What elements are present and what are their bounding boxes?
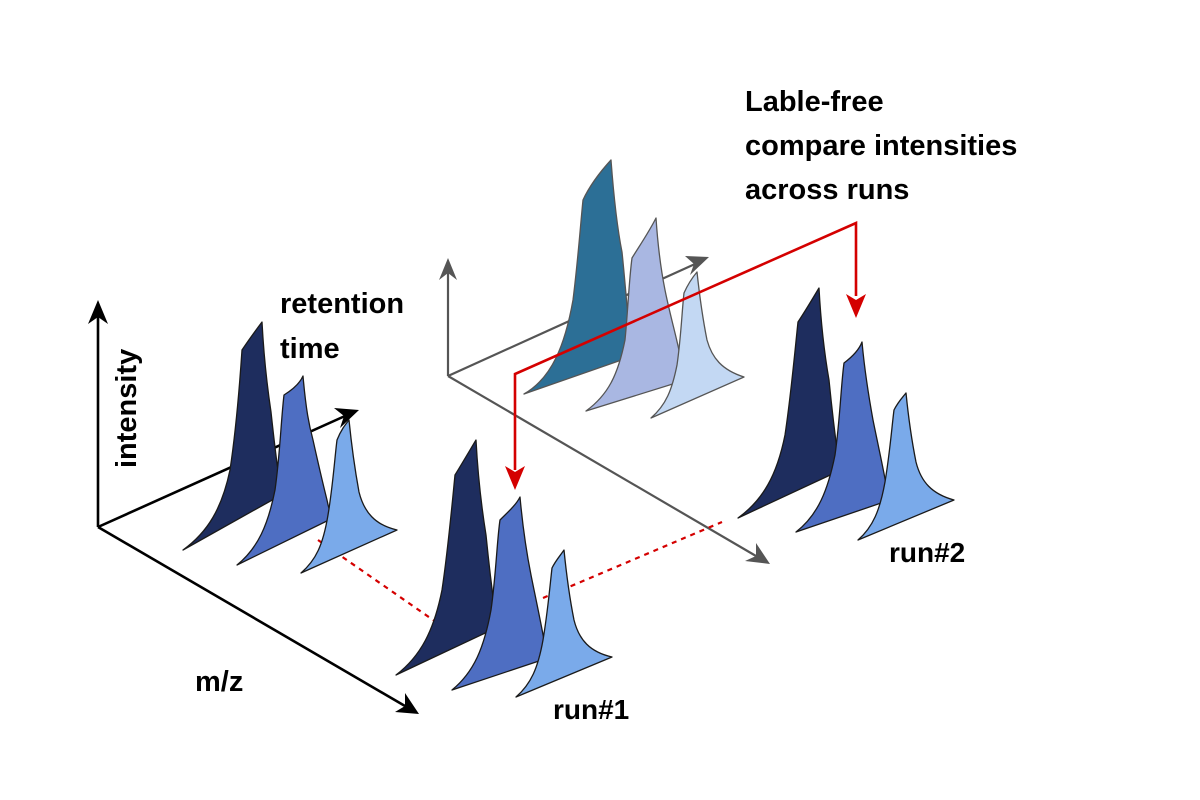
mz-axis-label: m/z [195, 666, 243, 698]
red-arrowhead-icon [505, 466, 525, 490]
arrowhead-icon [685, 256, 709, 275]
run1-peak-light [515, 549, 613, 698]
arrowhead-icon [88, 300, 108, 324]
main-peak-light [300, 419, 398, 574]
reference-peaks [523, 159, 745, 419]
run1-peak-dark [395, 439, 499, 676]
run2-label: run#2 [889, 537, 965, 568]
arrowhead-icon [439, 258, 457, 280]
reference-peak-pale [650, 271, 745, 419]
run2-peak-light [857, 392, 955, 541]
arrowhead-icon [745, 543, 770, 564]
run2-peak-dark [737, 287, 842, 519]
red-arrowhead-icon [846, 294, 866, 318]
mz-axis [97, 525, 406, 708]
main-peaks [182, 321, 398, 574]
comparison-arrows [505, 221, 866, 490]
reference-peak-teal [523, 159, 634, 395]
run1-peaks [395, 439, 613, 698]
run1-label: run#1 [553, 694, 629, 725]
retention-time-label-line1: retention [280, 288, 404, 320]
comparison-arrow-path [513, 221, 858, 470]
arrowhead-icon [395, 693, 419, 714]
arrowhead-icon [334, 408, 359, 428]
annotation-line1: Lable-free [745, 86, 884, 118]
main-peak-mid [236, 375, 334, 566]
annotation-line2: compare intensities [745, 130, 1017, 162]
retention-time-label-line2: time [280, 333, 340, 365]
intensity-axis-label: intensity [111, 349, 143, 468]
main-axes [88, 300, 419, 714]
run2-peaks [737, 287, 955, 541]
peak-connector-dashed-right [542, 520, 723, 600]
reference-mz-axis [447, 375, 757, 557]
annotation-line3: across runs [745, 174, 909, 206]
